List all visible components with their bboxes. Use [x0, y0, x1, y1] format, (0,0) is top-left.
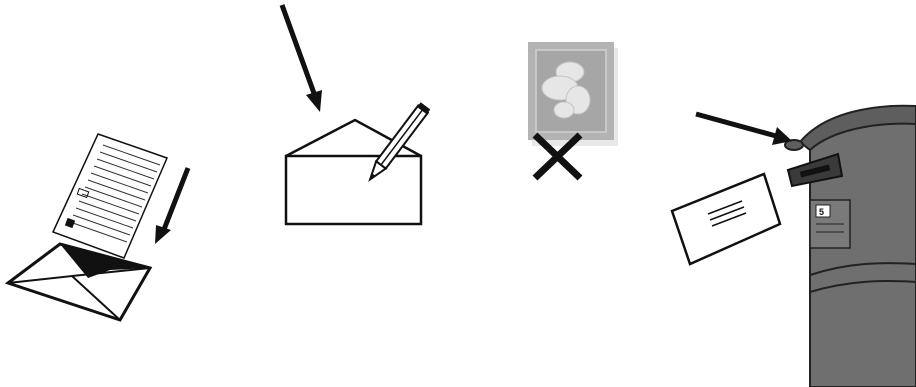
form-document-icon: [53, 134, 167, 258]
postbox-icon: 5: [785, 106, 916, 387]
stamp-icon: [528, 42, 618, 146]
arrow-icon: [155, 168, 188, 244]
open-envelope-icon: [8, 244, 150, 320]
step-insert-form: [0, 0, 230, 387]
step-no-stamp: [460, 0, 660, 387]
arrow-icon: [282, 5, 322, 112]
step-write-address: [230, 0, 460, 387]
step-no-stamp-graphic: [460, 0, 660, 387]
letter-icon: [672, 174, 780, 264]
step-insert-form-graphic: [0, 0, 230, 387]
step-write-address-graphic: [230, 0, 460, 387]
postbox-number-label: 5: [819, 207, 824, 217]
step-post-letter-graphic: 5: [660, 0, 916, 387]
step-post-letter: 5: [660, 0, 916, 387]
arrow-icon: [696, 114, 792, 145]
